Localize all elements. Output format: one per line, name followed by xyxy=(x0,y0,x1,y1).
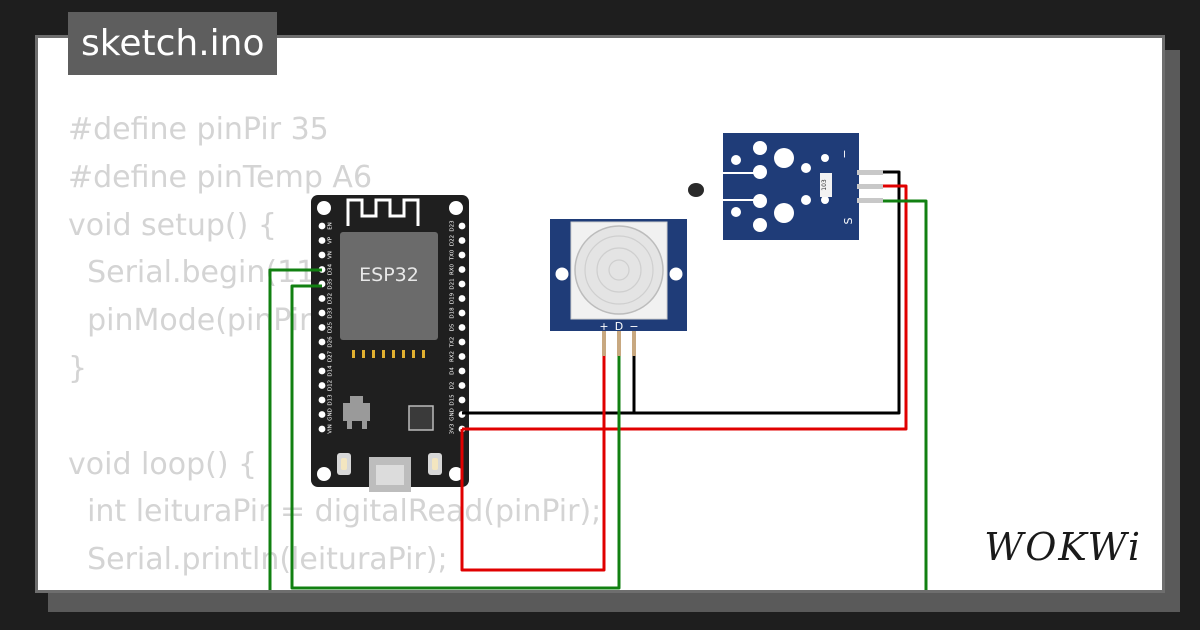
pin-label-right: D21 xyxy=(450,278,456,289)
pin-hole[interactable] xyxy=(458,266,466,273)
pin-hole[interactable] xyxy=(458,353,466,360)
usb-uart-chip xyxy=(408,405,434,431)
code-line: #define pinTemp A6 xyxy=(68,159,373,195)
pin-hole[interactable] xyxy=(458,295,466,302)
pin-hole[interactable] xyxy=(458,222,466,230)
pin-label-left: D33 xyxy=(328,307,334,319)
wire-gnd xyxy=(462,170,901,415)
pin-label-left: VIN xyxy=(328,424,334,434)
pin-hole[interactable] xyxy=(318,338,326,346)
temperature-sensor-module[interactable]: 103 − S xyxy=(688,133,883,240)
pin-hole[interactable] xyxy=(318,367,326,375)
pin-label-right: D4 xyxy=(450,367,456,375)
pin-hole[interactable] xyxy=(458,324,466,331)
code-editor[interactable]: #define pinPir 35 #define pinTemp A6 voi… xyxy=(68,106,602,591)
code-line: int leituraPir = digitalRead(pinPir); xyxy=(68,494,602,530)
esp32-board[interactable]: ESP32 ENVPVND34D35D32D33D25D26D27D14D12D… xyxy=(311,195,469,492)
pir-pin-label: − xyxy=(629,320,638,333)
chip-label: ESP32 xyxy=(359,264,419,286)
module-pads xyxy=(352,350,425,358)
pin-hole[interactable] xyxy=(458,382,466,389)
pin-label-left: GND xyxy=(328,408,334,421)
pin-label-right: TX2 xyxy=(450,337,456,349)
pin-hole[interactable] xyxy=(458,237,466,244)
code-line: void setup() { xyxy=(68,207,277,243)
wires xyxy=(268,170,928,590)
pir-pin-label: D xyxy=(615,320,623,333)
pin-hole[interactable] xyxy=(458,280,466,288)
pin-hole[interactable] xyxy=(458,367,466,375)
code-line: } xyxy=(68,350,88,386)
wire-temp-signal xyxy=(883,199,928,590)
pin-hole[interactable] xyxy=(318,295,326,302)
pir-pin-label: + xyxy=(599,320,608,333)
pin-hole[interactable] xyxy=(318,309,326,317)
pin-label-right: D23 xyxy=(450,220,456,232)
esp32-module xyxy=(340,232,438,340)
pin-label-left: D26 xyxy=(328,336,334,348)
pin-label-left: D12 xyxy=(328,380,334,391)
code-line: delay(500); xyxy=(68,584,601,591)
file-tab[interactable]: sketch.ino xyxy=(68,12,278,75)
pin-label-right: D18 xyxy=(450,307,456,319)
ntc-thermistor xyxy=(688,183,704,197)
pin-hole[interactable] xyxy=(318,353,326,360)
pin-hole[interactable] xyxy=(318,382,326,389)
pin-hole[interactable] xyxy=(458,251,466,259)
pin-hole[interactable] xyxy=(318,237,326,244)
pir-motion-sensor[interactable]: + D − xyxy=(550,219,687,356)
pin-label-left: D13 xyxy=(328,394,334,406)
pin-hole[interactable] xyxy=(318,222,326,230)
pin-label-right: 3V3 xyxy=(450,423,456,434)
code-line: Serial.println(leituraPir); xyxy=(68,542,448,578)
pin-hole[interactable] xyxy=(318,425,326,433)
pin-label-left: VP xyxy=(328,236,334,244)
wokwi-logo: WOKWi xyxy=(984,525,1142,569)
pin-hole[interactable] xyxy=(318,411,326,418)
wire-pir-signal xyxy=(290,284,621,590)
signal-label: S xyxy=(842,217,855,224)
pin-label-left: D25 xyxy=(328,321,334,333)
pin-label-right: D5 xyxy=(450,323,456,331)
resistor xyxy=(820,173,832,197)
pin-label-right: D15 xyxy=(450,394,456,406)
pin-label-right: D19 xyxy=(450,292,456,304)
pin-label-right: D2 xyxy=(450,382,456,390)
pin-label-right: GND xyxy=(450,408,456,421)
fresnel-lens xyxy=(574,225,664,315)
pin-hole[interactable] xyxy=(458,396,466,404)
pin-label-left: D34 xyxy=(328,263,334,275)
pin-label-left: EN xyxy=(328,222,334,230)
pin-hole[interactable] xyxy=(458,338,466,346)
pin-label-left: D32 xyxy=(328,293,334,304)
pin-label-left: D27 xyxy=(328,350,334,362)
pin-label-right: D22 xyxy=(450,235,456,246)
pin-hole[interactable] xyxy=(318,251,326,259)
wire-temp-signal-d34 xyxy=(268,268,322,590)
minus-label: − xyxy=(838,149,851,158)
resistor-label: 103 xyxy=(821,179,828,191)
voltage-regulator xyxy=(343,403,370,421)
code-line: void loop() { xyxy=(68,446,258,482)
antenna-trace xyxy=(346,198,420,226)
pin-hole[interactable] xyxy=(458,309,466,317)
pin-label-left: D35 xyxy=(328,278,334,290)
code-line: #define pinPir 35 xyxy=(68,112,329,147)
wire-3v3 xyxy=(462,184,908,431)
pin-label-left: D14 xyxy=(328,365,334,377)
pin-label-right: TX0 xyxy=(450,249,456,261)
pin-label-left: VN xyxy=(328,251,334,259)
pin-hole[interactable] xyxy=(318,396,326,404)
pin-label-right: RX0 xyxy=(450,263,456,275)
pin-hole[interactable] xyxy=(318,324,326,331)
wire-pir-vcc xyxy=(460,356,606,572)
pin-label-right: RX2 xyxy=(450,351,456,362)
